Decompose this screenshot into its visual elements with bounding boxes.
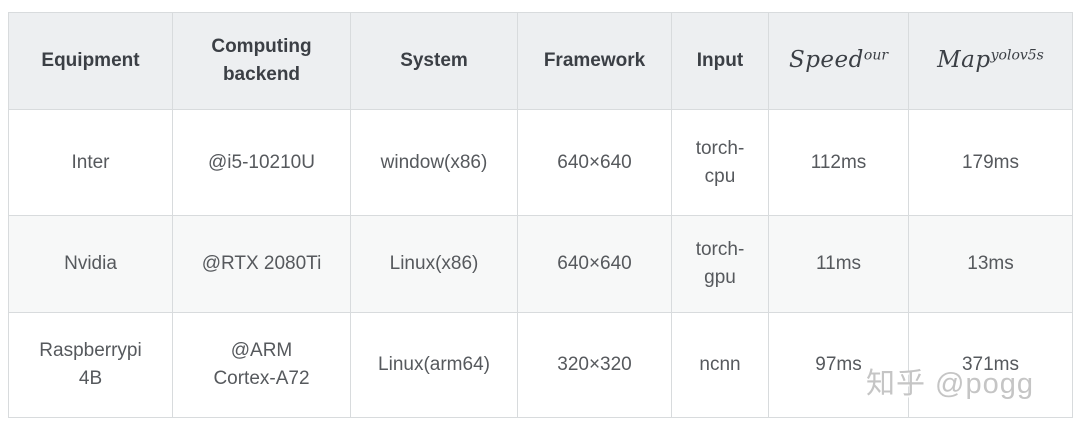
table-header-row: Equipment Computing backend System Frame… [8,12,1073,110]
cell-speed: 11ms [768,215,909,313]
cell-input: torch- cpu [671,109,769,216]
table-row: Nvidia @RTX 2080Ti Linux(x86) 640×640 to… [8,215,1073,313]
benchmark-table: Equipment Computing backend System Frame… [8,12,1073,418]
cell-framework: 640×640 [517,109,672,216]
cell-input: ncnn [671,312,769,418]
table-row: Inter @i5-10210U window(x86) 640×640 tor… [8,109,1073,216]
column-header-input: Input [671,12,769,110]
cell-framework: 320×320 [517,312,672,418]
cell-equipment: Nvidia [8,215,173,313]
map-label: Map [937,47,991,74]
cell-backend: @i5-10210U [172,109,351,216]
cell-equipment: Raspberrypi 4B [8,312,173,418]
cell-speed: 97ms [768,312,909,418]
map-superscript: yolov5s [990,48,1044,64]
cell-system: Linux(x86) [350,215,518,313]
column-header-system: System [350,12,518,110]
cell-backend: @RTX 2080Ti [172,215,351,313]
cell-map: 179ms [908,109,1073,216]
column-header-computing-backend: Computing backend [172,12,351,110]
cell-map: 371ms [908,312,1073,418]
speed-superscript: our [863,48,889,64]
cell-framework: 640×640 [517,215,672,313]
column-header-map: Mapyolov5s [908,12,1073,110]
cell-input: torch- gpu [671,215,769,313]
cell-backend: @ARM Cortex-A72 [172,312,351,418]
cell-equipment: Inter [8,109,173,216]
column-header-framework: Framework [517,12,672,110]
cell-system: window(x86) [350,109,518,216]
column-header-speed: Speedour [768,12,909,110]
speed-label: Speed [788,47,864,74]
column-header-equipment: Equipment [8,12,173,110]
cell-map: 13ms [908,215,1073,313]
cell-speed: 112ms [768,109,909,216]
cell-system: Linux(arm64) [350,312,518,418]
table-row: Raspberrypi 4B @ARM Cortex-A72 Linux(arm… [8,312,1073,418]
